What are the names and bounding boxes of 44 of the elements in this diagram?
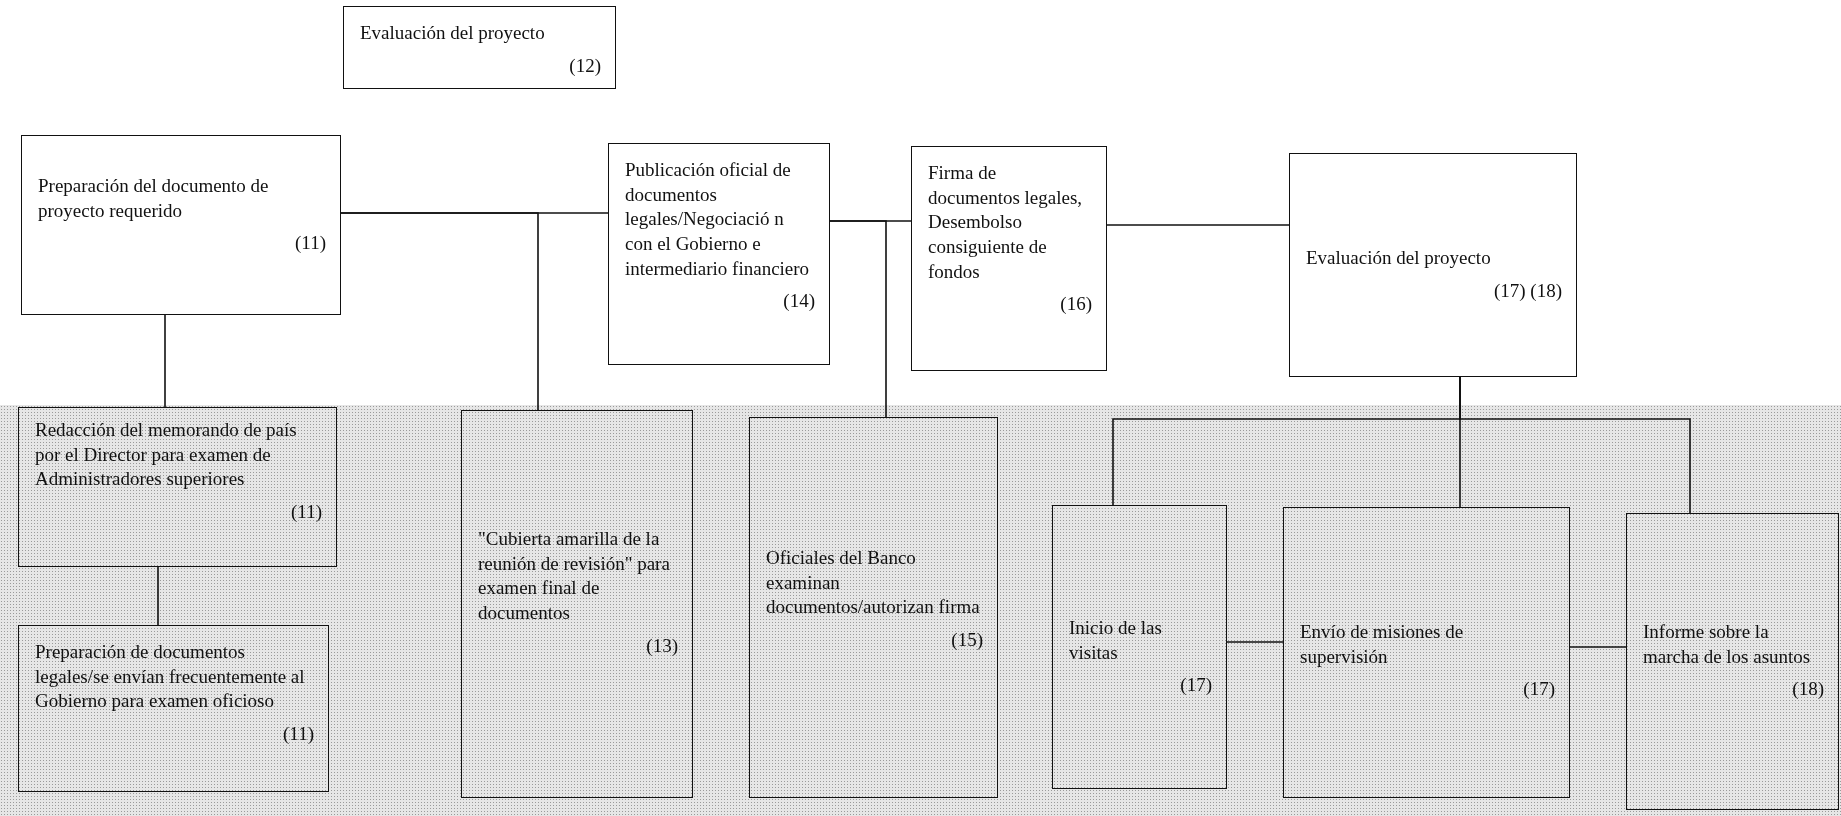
reference-number: (16) xyxy=(1060,292,1092,317)
process-box xyxy=(911,146,1107,371)
connector-line xyxy=(829,220,887,418)
connector-line xyxy=(340,212,539,411)
connector-line xyxy=(1226,641,1284,643)
box-text: Evaluación del proyecto xyxy=(1306,246,1492,270)
reference-number: (17) xyxy=(1523,677,1555,702)
box-text: Preparación del documento de proyecto requerido xyxy=(38,174,270,223)
reference-number: (17) xyxy=(1180,673,1212,698)
reference-number: (11) xyxy=(283,722,314,747)
reference-number: (11) xyxy=(291,500,322,525)
reference-number: (13) xyxy=(646,633,678,658)
process-box xyxy=(18,407,337,567)
box-text: Preparación de documentos legales/se envían frecuentemente al Gobierno para examen oficioso xyxy=(35,640,306,714)
connector-line xyxy=(1106,224,1290,226)
reference-number: (15) xyxy=(951,628,983,653)
process-box xyxy=(343,6,616,89)
process-box xyxy=(461,410,693,798)
reference-number: (17) (18) xyxy=(1493,278,1562,303)
box-text: Inicio de las visitas xyxy=(1069,616,1163,665)
box-text: Informe sobre la marcha de los asuntos xyxy=(1643,620,1812,669)
process-box xyxy=(1283,507,1570,798)
reference-number: (11) xyxy=(295,231,326,256)
box-text: Envío de misiones de supervisión xyxy=(1300,620,1465,669)
box-text: Publicación oficial de documentos legales/Negociació n con el Gobierno e intermediario financiero xyxy=(625,158,811,281)
reference-number: (18) xyxy=(1792,677,1824,702)
connector-line xyxy=(164,314,166,408)
box-text: "Cubierta amarilla de la reunión de revisión" para examen final de documentos xyxy=(478,527,671,626)
box-text: Evaluación del proyecto xyxy=(360,21,546,45)
reference-number: (14) xyxy=(783,289,815,314)
box-text: Redacción del memorando de país por el Director para examen de Administradores superiores xyxy=(35,418,298,492)
process-box xyxy=(1289,153,1577,377)
connector-line xyxy=(1569,646,1627,648)
process-box xyxy=(1626,513,1839,810)
process-box xyxy=(18,625,329,792)
process-box xyxy=(1052,505,1227,789)
connector-line xyxy=(1459,376,1691,514)
connector-line xyxy=(157,566,159,626)
reference-number: (12) xyxy=(569,53,601,78)
process-box xyxy=(608,143,830,365)
box-text: Oficiales del Banco examinan documentos/autorizan firma xyxy=(766,546,981,620)
process-box xyxy=(21,135,341,315)
box-text: Firma de documentos legales, Desembolso consiguiente de fondos xyxy=(928,161,1084,284)
process-box xyxy=(749,417,998,798)
